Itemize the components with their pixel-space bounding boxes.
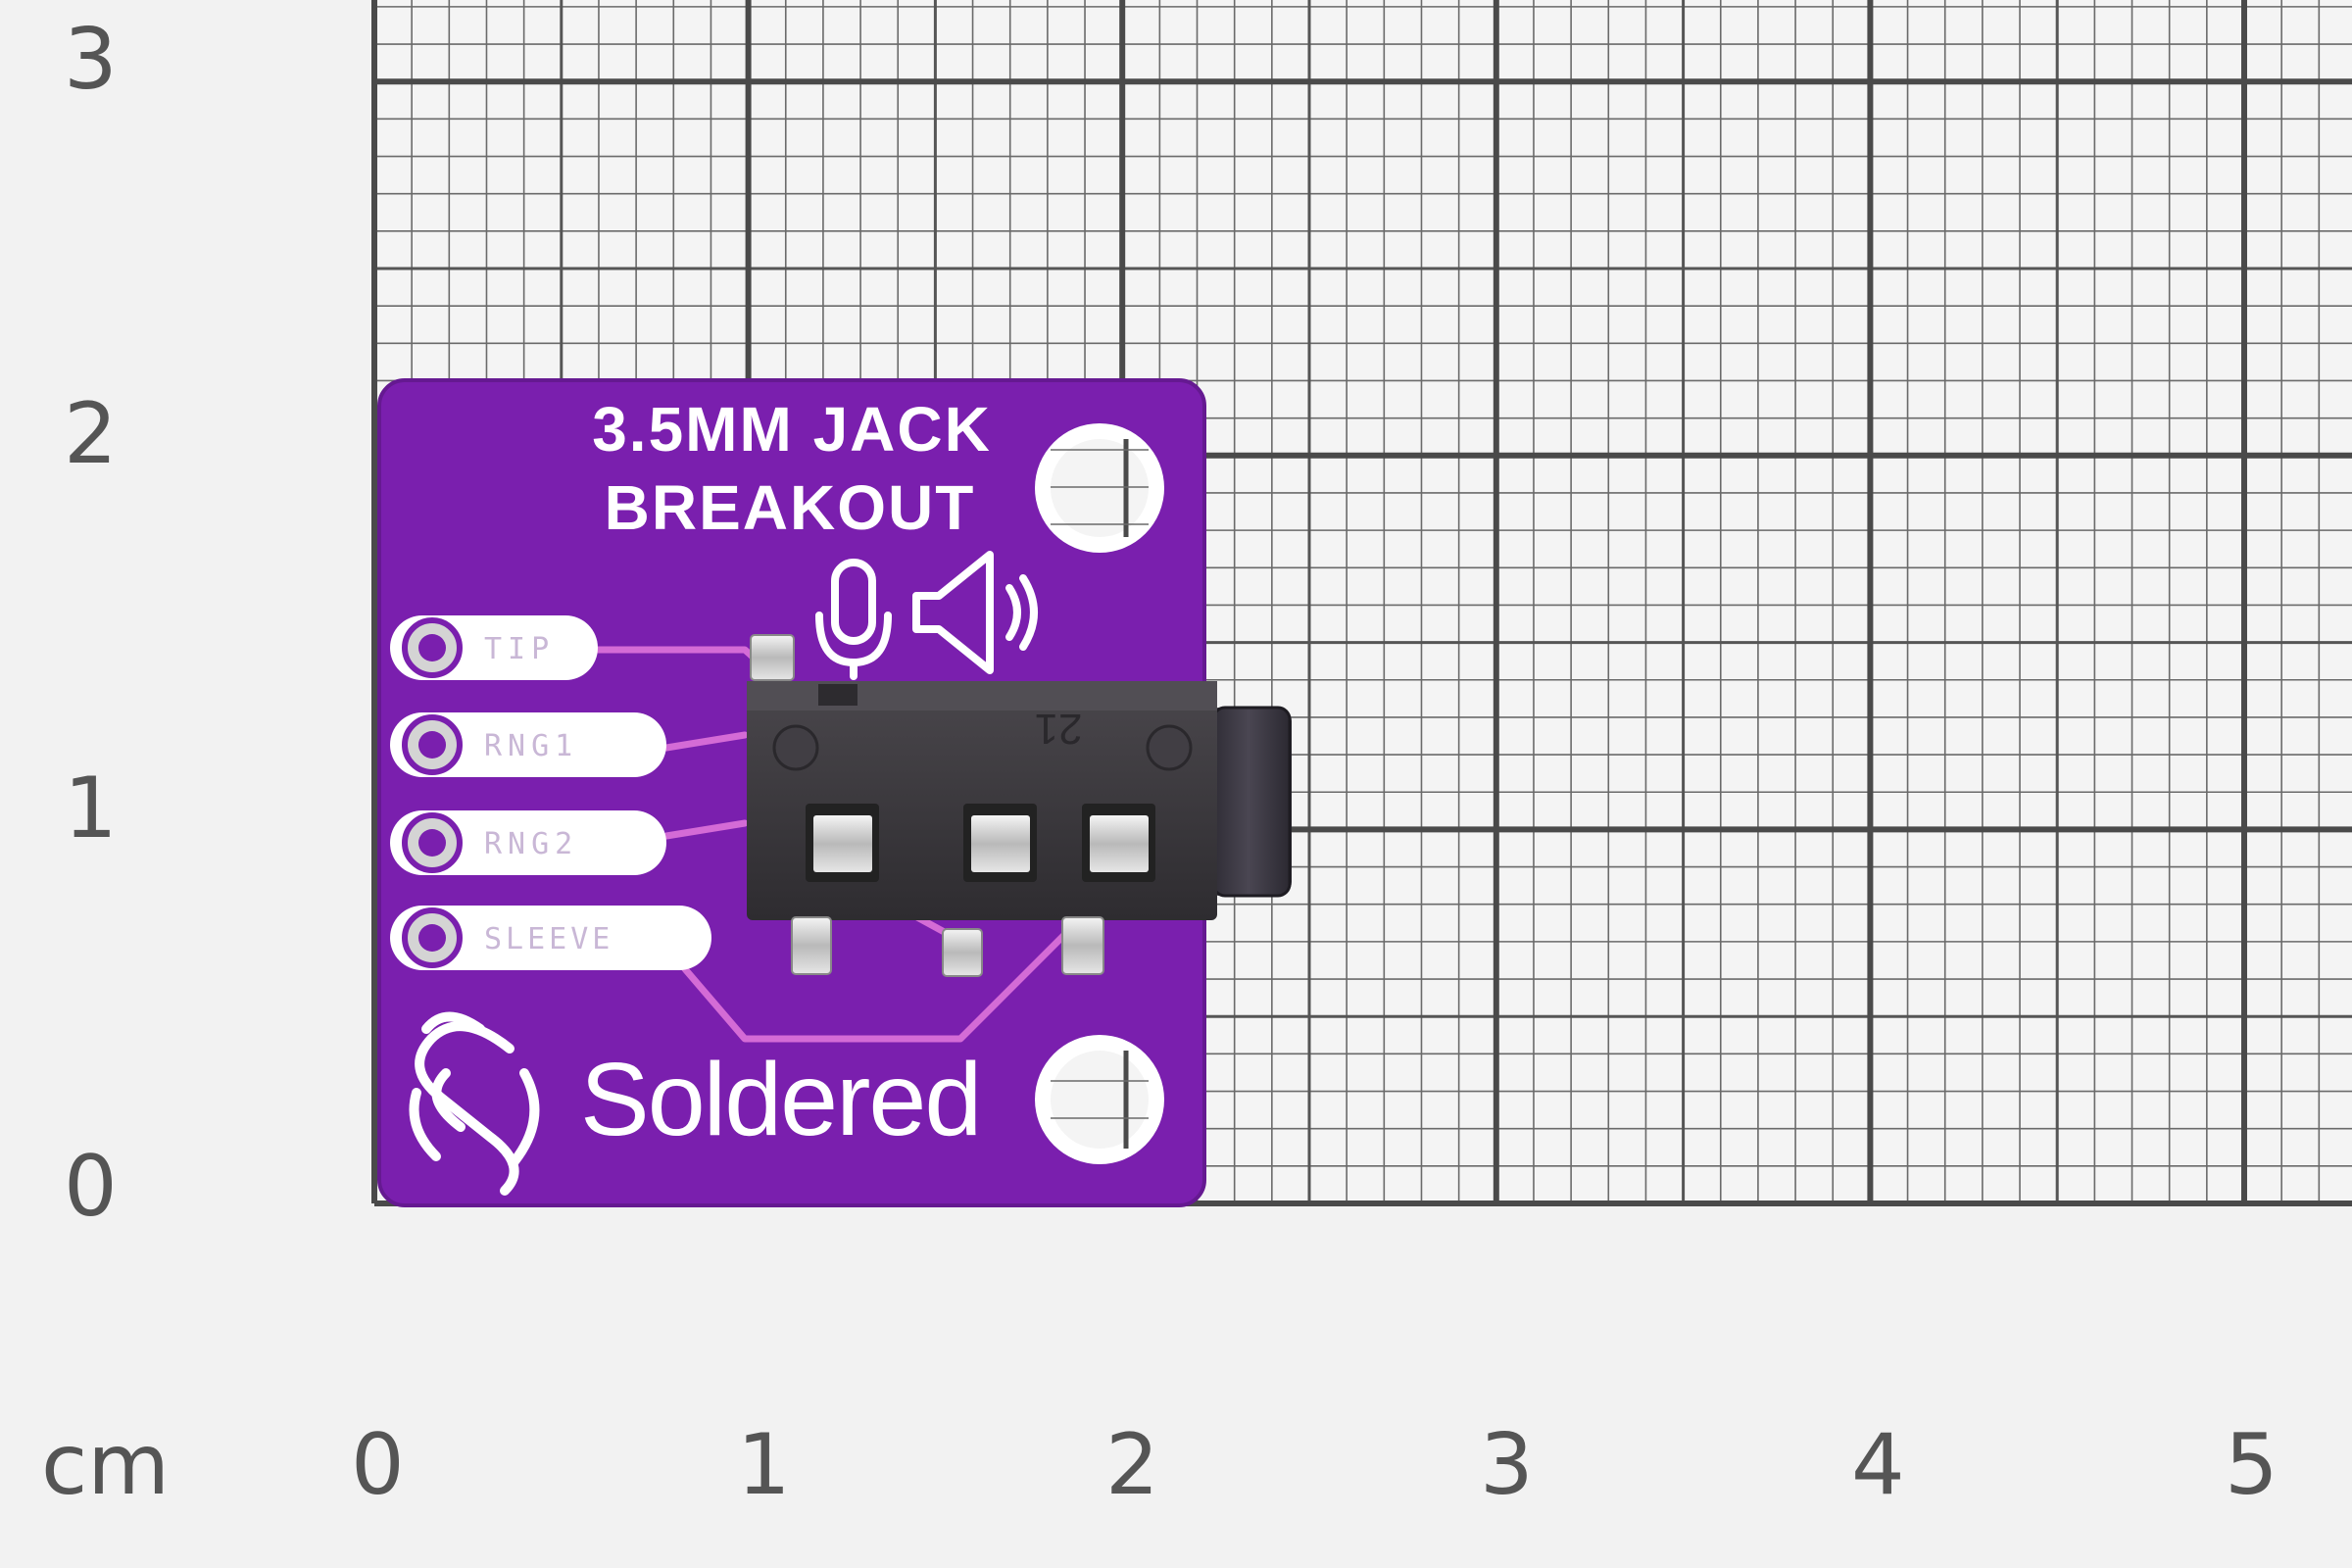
x-tick-label-0: 0 [351,1416,405,1514]
pin-ring1 [390,712,666,777]
y-tick-label-0: 0 [64,1138,118,1236]
speaker-icon [912,551,1038,674]
microphone-icon [815,559,892,680]
y-tick-label-1: 1 [64,760,118,858]
y-tick-label-3: 3 [64,11,118,109]
brand-name: Soldered [580,1042,980,1157]
jack-marking: 21 [1035,705,1083,753]
pin-ring2 [390,810,666,875]
x-tick-label-1: 1 [737,1416,791,1514]
mounting-hole-top [1035,423,1164,553]
pin-label-ring1: RNG1 [484,729,578,763]
mounting-hole-bottom [1035,1035,1164,1164]
x-tick-label-3: 3 [1480,1416,1534,1514]
pin-label-ring2: RNG2 [484,827,578,861]
pin-label-sleeve: SLEEVE [484,922,613,956]
board-title-line1: 3.5MM JACK [592,394,992,465]
pin-label-tip: TIP [484,632,555,666]
pin-sleeve [390,906,711,970]
x-tick-label-2: 2 [1105,1416,1159,1514]
unit-label: cm [41,1416,171,1514]
board-title-line2: BREAKOUT [605,472,976,543]
x-tick-label-4: 4 [1851,1416,1905,1514]
soldered-logo-icon [409,1011,540,1196]
pin-tip [390,615,598,680]
audio-jack-connector: 21 [747,634,1292,977]
x-tick-label-5: 5 [2225,1416,2278,1514]
y-tick-label-2: 2 [64,385,118,483]
